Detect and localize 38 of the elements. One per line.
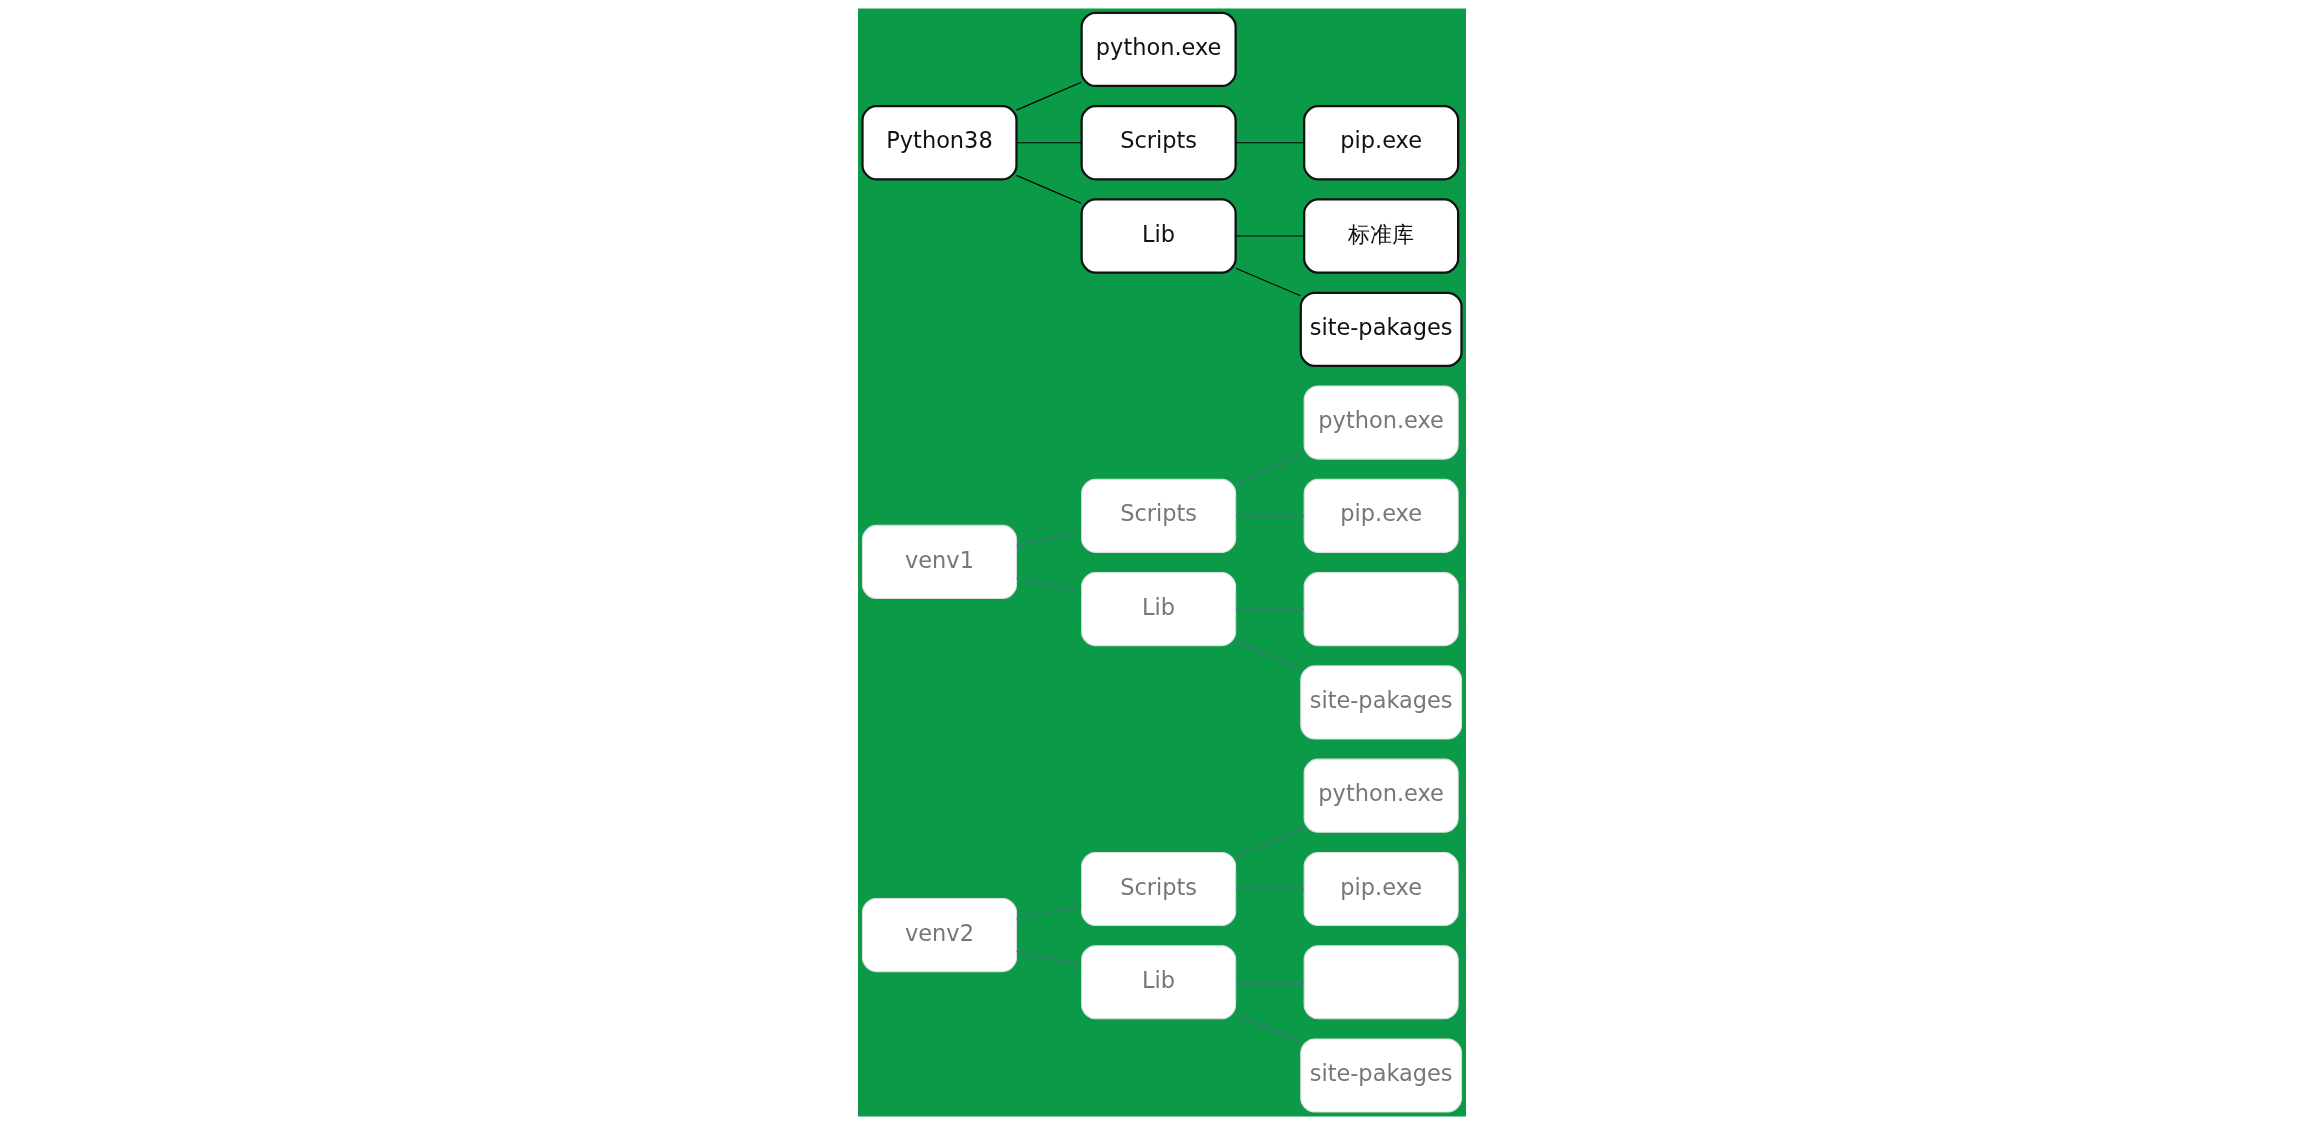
connector: [1015, 142, 1082, 144]
connector: [1235, 267, 1302, 297]
node-box: venv2: [861, 897, 1017, 973]
connector: [1235, 608, 1305, 610]
node-box: Scripts: [1081, 851, 1237, 927]
connector: [1015, 577, 1082, 594]
node-box: Scripts: [1080, 105, 1237, 181]
node-box: [1303, 572, 1459, 647]
node-box: pip.exe: [1303, 851, 1459, 927]
connector: [1015, 531, 1082, 547]
node-box: 标准库: [1303, 198, 1460, 274]
node-box: [1303, 945, 1459, 1020]
node-box: pip.exe: [1303, 478, 1459, 553]
node-box: python.exe: [1080, 11, 1237, 88]
connector: [1235, 454, 1305, 485]
node-box: Lib: [1080, 198, 1237, 274]
node-box: Lib: [1081, 572, 1237, 647]
node-box: venv1: [861, 524, 1017, 599]
connector: [1235, 142, 1305, 144]
node-box: site-pakages: [1300, 1038, 1463, 1113]
connector: [1015, 81, 1082, 111]
connector: [1235, 640, 1302, 670]
connector: [1235, 827, 1305, 858]
node-box: Python38: [861, 105, 1018, 181]
node-box: Lib: [1081, 945, 1237, 1020]
node-box: site-pakages: [1299, 291, 1463, 367]
node-box: pip.exe: [1303, 105, 1460, 181]
connector: [1235, 1013, 1302, 1043]
connector: [1015, 904, 1082, 920]
node-box: python.exe: [1303, 758, 1459, 833]
node-box: python.exe: [1303, 385, 1459, 460]
connector: [1235, 235, 1305, 237]
connector: [1015, 174, 1082, 204]
connector: [1235, 981, 1305, 983]
connector: [1235, 515, 1305, 517]
node-box: Scripts: [1081, 478, 1237, 553]
node-box: site-pakages: [1300, 665, 1463, 740]
connector: [1015, 951, 1082, 967]
